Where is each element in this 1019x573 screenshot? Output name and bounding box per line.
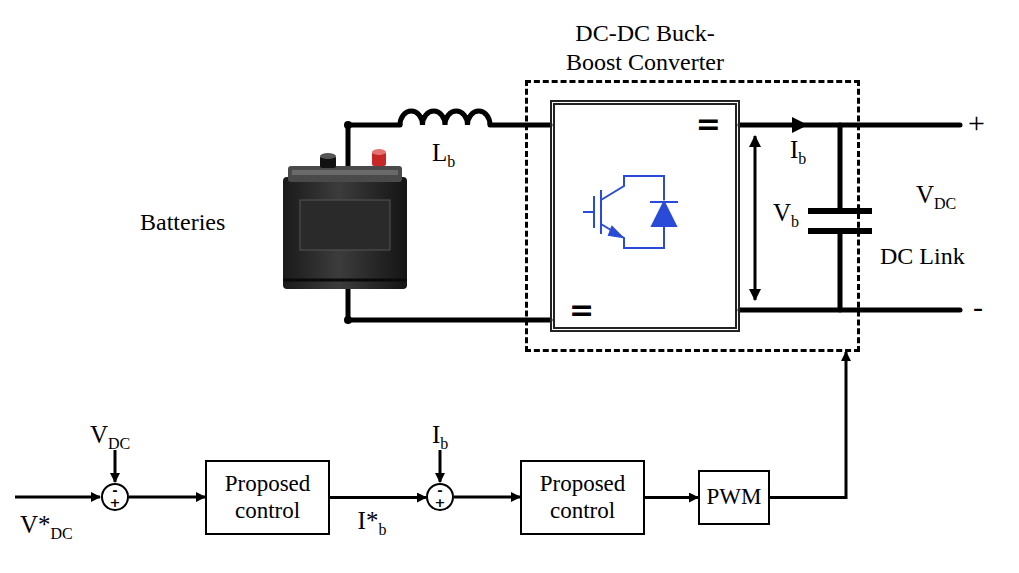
converter-block: == <box>550 100 740 332</box>
signal-label: VDC <box>916 182 956 212</box>
terminal-sign: - <box>973 292 983 322</box>
box-label: Proposed control <box>522 471 643 524</box>
summing-junction: -+ <box>426 483 454 511</box>
inductor-symbol <box>400 111 490 125</box>
sign-label: + <box>428 497 452 509</box>
box-label: Proposed control <box>207 471 328 524</box>
controller-box: Proposed control <box>205 460 330 535</box>
dc-symbol: = <box>696 109 721 139</box>
signal-label: VDC <box>90 422 130 452</box>
block-heading: DC-DC Buck-Boost Converter <box>557 19 733 77</box>
signal-connector <box>645 496 698 499</box>
pwm-box: PWM <box>698 470 770 525</box>
sign-label: + <box>103 497 127 509</box>
terminal-sign: + <box>968 108 985 138</box>
signal-connector <box>770 352 846 498</box>
sign-label: - <box>428 485 452 497</box>
signal-label: Ib <box>432 422 448 452</box>
part-label: Batteries <box>140 210 225 234</box>
sign-label: - <box>103 485 127 497</box>
box-label: PWM <box>707 484 762 510</box>
signal-label: Vb <box>773 200 799 230</box>
controller-box: Proposed control <box>520 460 645 535</box>
part-label: DC Link <box>880 244 965 268</box>
voltage-arrow <box>754 136 757 300</box>
capacitor-symbol <box>808 211 872 231</box>
signal-label: I*b <box>358 508 387 538</box>
battery-illustration <box>283 149 407 289</box>
signal-connector <box>129 496 205 499</box>
dc-symbol: = <box>569 295 594 325</box>
igbt-symbol <box>583 176 678 248</box>
component-label: Lb <box>432 140 455 170</box>
current-arrow <box>792 117 808 133</box>
converter-boundary: DC-DC Buck-Boost Converter== <box>525 80 860 352</box>
signal-connector <box>330 496 426 499</box>
signal-label: V*DC <box>20 512 73 542</box>
power-wire <box>348 125 960 320</box>
signal-label: Ib <box>790 137 806 167</box>
summing-junction: -+ <box>101 483 129 511</box>
signal-connector <box>454 496 520 499</box>
